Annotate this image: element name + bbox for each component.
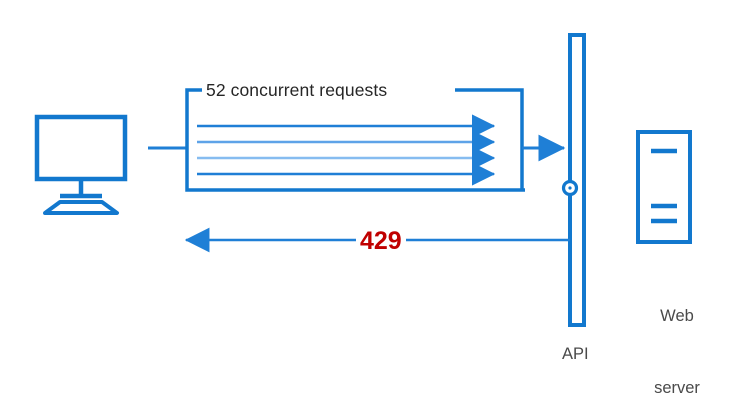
web-server-label-line2: server	[654, 379, 700, 397]
web-server-icon	[636, 130, 692, 244]
web-server-label: Web server	[637, 256, 717, 403]
api-bar	[568, 33, 586, 327]
request-bracket-right	[455, 88, 524, 190]
concurrent-requests-label: 52 concurrent requests	[206, 80, 388, 100]
api-label: API	[562, 345, 589, 363]
concurrent-request-arrows	[197, 114, 496, 186]
web-server-label-line1: Web	[660, 307, 694, 325]
desktop-monitor-icon	[34, 114, 128, 215]
request-bracket-left	[185, 88, 525, 192]
status-code-429-label: 429	[356, 226, 406, 256]
rate-limit-gate-icon	[561, 179, 579, 197]
